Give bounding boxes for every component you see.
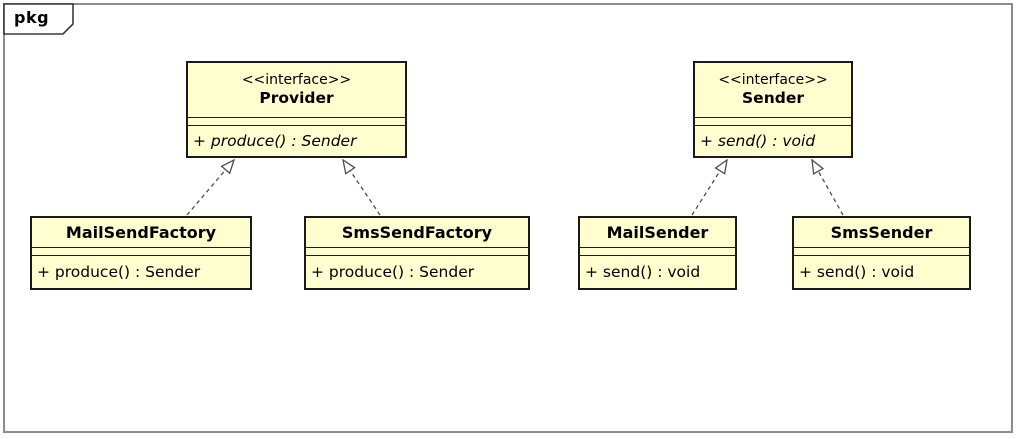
package-tab-shape xyxy=(3,3,74,35)
interface-sender-attributes-compartment xyxy=(695,118,851,126)
interface-sender-operations-compartment: + send() : void xyxy=(695,126,851,156)
class-smssender-operation: + send() : void xyxy=(799,263,915,281)
class-mailsendfactory-name: MailSendFactory xyxy=(65,222,217,242)
class-smssender-name-compartment: SmsSender xyxy=(794,218,969,248)
class-smssendfactory-attributes-compartment xyxy=(306,248,528,256)
class-smssendfactory-name-compartment: SmsSendFactory xyxy=(306,218,528,248)
class-mailsendfactory-name-compartment: MailSendFactory xyxy=(32,218,250,248)
class-smssendfactory-operations-compartment: + produce() : Sender xyxy=(306,256,528,288)
interface-provider: <<interface>> Provider + produce() : Sen… xyxy=(186,61,407,158)
class-mailsendfactory-operations-compartment: + produce() : Sender xyxy=(32,256,250,288)
interface-sender-name: Sender xyxy=(742,89,804,108)
class-smssender-operations-compartment: + send() : void xyxy=(794,256,969,288)
interface-sender-operation: + send() : void xyxy=(700,132,816,150)
class-mailsender-attributes-compartment xyxy=(580,248,735,256)
interface-provider-name-compartment: <<interface>> Provider xyxy=(188,63,405,118)
class-smssendfactory-name: SmsSendFactory xyxy=(341,222,493,242)
class-smssender-name: SmsSender xyxy=(830,222,933,242)
interface-provider-stereotype: <<interface>> xyxy=(241,71,352,88)
class-smssendfactory-operation: + produce() : Sender xyxy=(311,263,475,281)
class-mailsendfactory: MailSendFactory + produce() : Sender xyxy=(30,216,252,290)
interface-provider-operation: + produce() : Sender xyxy=(193,132,357,150)
class-mailsender-name-compartment: MailSender xyxy=(580,218,735,248)
class-smssender-attributes-compartment xyxy=(794,248,969,256)
package-tab-label: pkg xyxy=(14,8,50,27)
interface-provider-name: Provider xyxy=(259,89,334,108)
class-mailsender-name: MailSender xyxy=(606,222,709,242)
package-tab: pkg xyxy=(3,3,75,35)
class-mailsender-operation: + send() : void xyxy=(585,263,701,281)
class-smssendfactory: SmsSendFactory + produce() : Sender xyxy=(304,216,530,290)
interface-sender: <<interface>> Sender + send() : void xyxy=(693,61,853,158)
class-mailsender-operations-compartment: + send() : void xyxy=(580,256,735,288)
class-mailsender: MailSender + send() : void xyxy=(578,216,737,290)
class-mailsendfactory-attributes-compartment xyxy=(32,248,250,256)
interface-sender-stereotype: <<interface>> xyxy=(718,71,828,88)
class-smssender: SmsSender + send() : void xyxy=(792,216,971,290)
class-mailsendfactory-operation: + produce() : Sender xyxy=(37,263,201,281)
interface-provider-operations-compartment: + produce() : Sender xyxy=(188,126,405,156)
interface-provider-attributes-compartment xyxy=(188,118,405,126)
interface-sender-name-compartment: <<interface>> Sender xyxy=(695,63,851,118)
